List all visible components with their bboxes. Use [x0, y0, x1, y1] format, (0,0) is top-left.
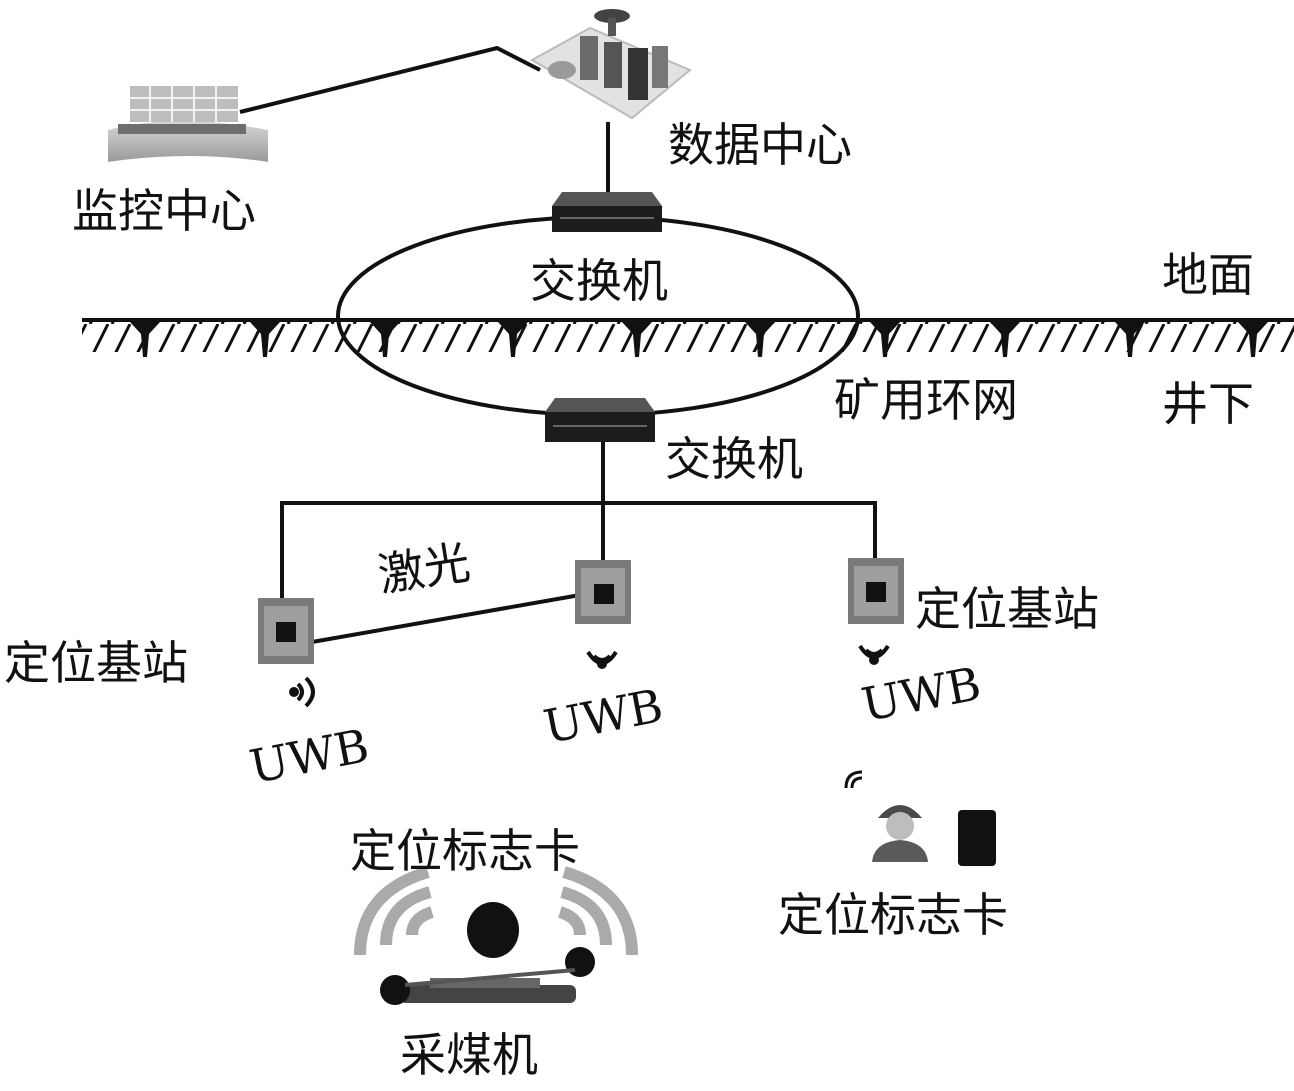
wireless-signal-left-icon [289, 676, 315, 708]
branch-right-link [603, 501, 877, 560]
mine-ring-network [336, 215, 860, 417]
miner-helmet-icon [872, 805, 928, 862]
switch-top-icon [552, 192, 662, 232]
tag-worker-label: 定位标志卡 [778, 888, 1008, 942]
monitor-to-datacenter-link [239, 45, 541, 114]
base-station-left-icon [258, 598, 314, 664]
base-station-mid-icon [575, 560, 631, 624]
monitor-center-label: 监控中心 [72, 184, 256, 238]
underground-label: 井下 [1162, 377, 1254, 431]
wireless-signal-shearer-right-icon [558, 866, 638, 956]
wireless-signal-right-icon [858, 644, 890, 665]
data-center-icon [529, 9, 692, 120]
base-station-right-icon [848, 558, 904, 624]
switch-bottom-label: 交换机 [665, 432, 803, 486]
ground-surface [82, 318, 1294, 357]
laser-link [311, 593, 581, 644]
station-left-label: 定位基站 [4, 636, 188, 690]
switch-top-label: 交换机 [530, 254, 668, 308]
ground-anchors [130, 322, 1268, 357]
wireless-signal-shearer-left-icon [354, 866, 434, 956]
wireless-signal-mid-icon [586, 650, 618, 669]
branch-left-link [280, 501, 603, 600]
station-right-label: 定位基站 [915, 582, 1099, 636]
laser-label: 激光 [374, 534, 474, 603]
wireless-signal-worker-icon [844, 770, 863, 789]
mine-ring-label: 矿用环网 [834, 373, 1018, 427]
shearer-icon [380, 947, 595, 1005]
tag-card-icon [958, 810, 996, 866]
tag-shearer-label: 定位标志卡 [350, 824, 580, 878]
monitor-wall-icon [108, 86, 268, 162]
tag-disc-icon [467, 902, 519, 958]
data-center-label: 数据中心 [668, 118, 852, 172]
connection-lines [239, 45, 877, 644]
shearer-label: 采煤机 [400, 1028, 538, 1082]
ground-label: 地面 [1162, 248, 1254, 302]
switch-bottom-icon [545, 398, 655, 442]
